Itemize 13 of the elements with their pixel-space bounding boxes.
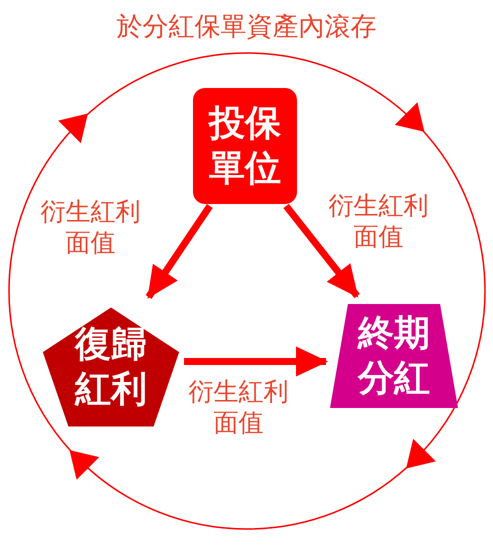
node-label: 投保單位 <box>207 102 282 191</box>
arrow <box>146 204 213 299</box>
pentagon-node <box>40 305 182 429</box>
edge-label: 衍生紅利面值 <box>188 376 290 438</box>
diagram-title: 於分紅保單資產內滾存 <box>116 14 376 40</box>
node-label: 復歸紅利 <box>73 323 148 412</box>
node-label: 終期分紅 <box>356 312 431 401</box>
edge-label: 衍生紅利面值 <box>40 196 142 258</box>
process-box <box>193 88 297 204</box>
arrow <box>184 346 328 376</box>
edge-label: 衍生紅利面值 <box>328 190 430 252</box>
trapezoid-node <box>330 304 458 408</box>
arrow <box>283 204 360 298</box>
